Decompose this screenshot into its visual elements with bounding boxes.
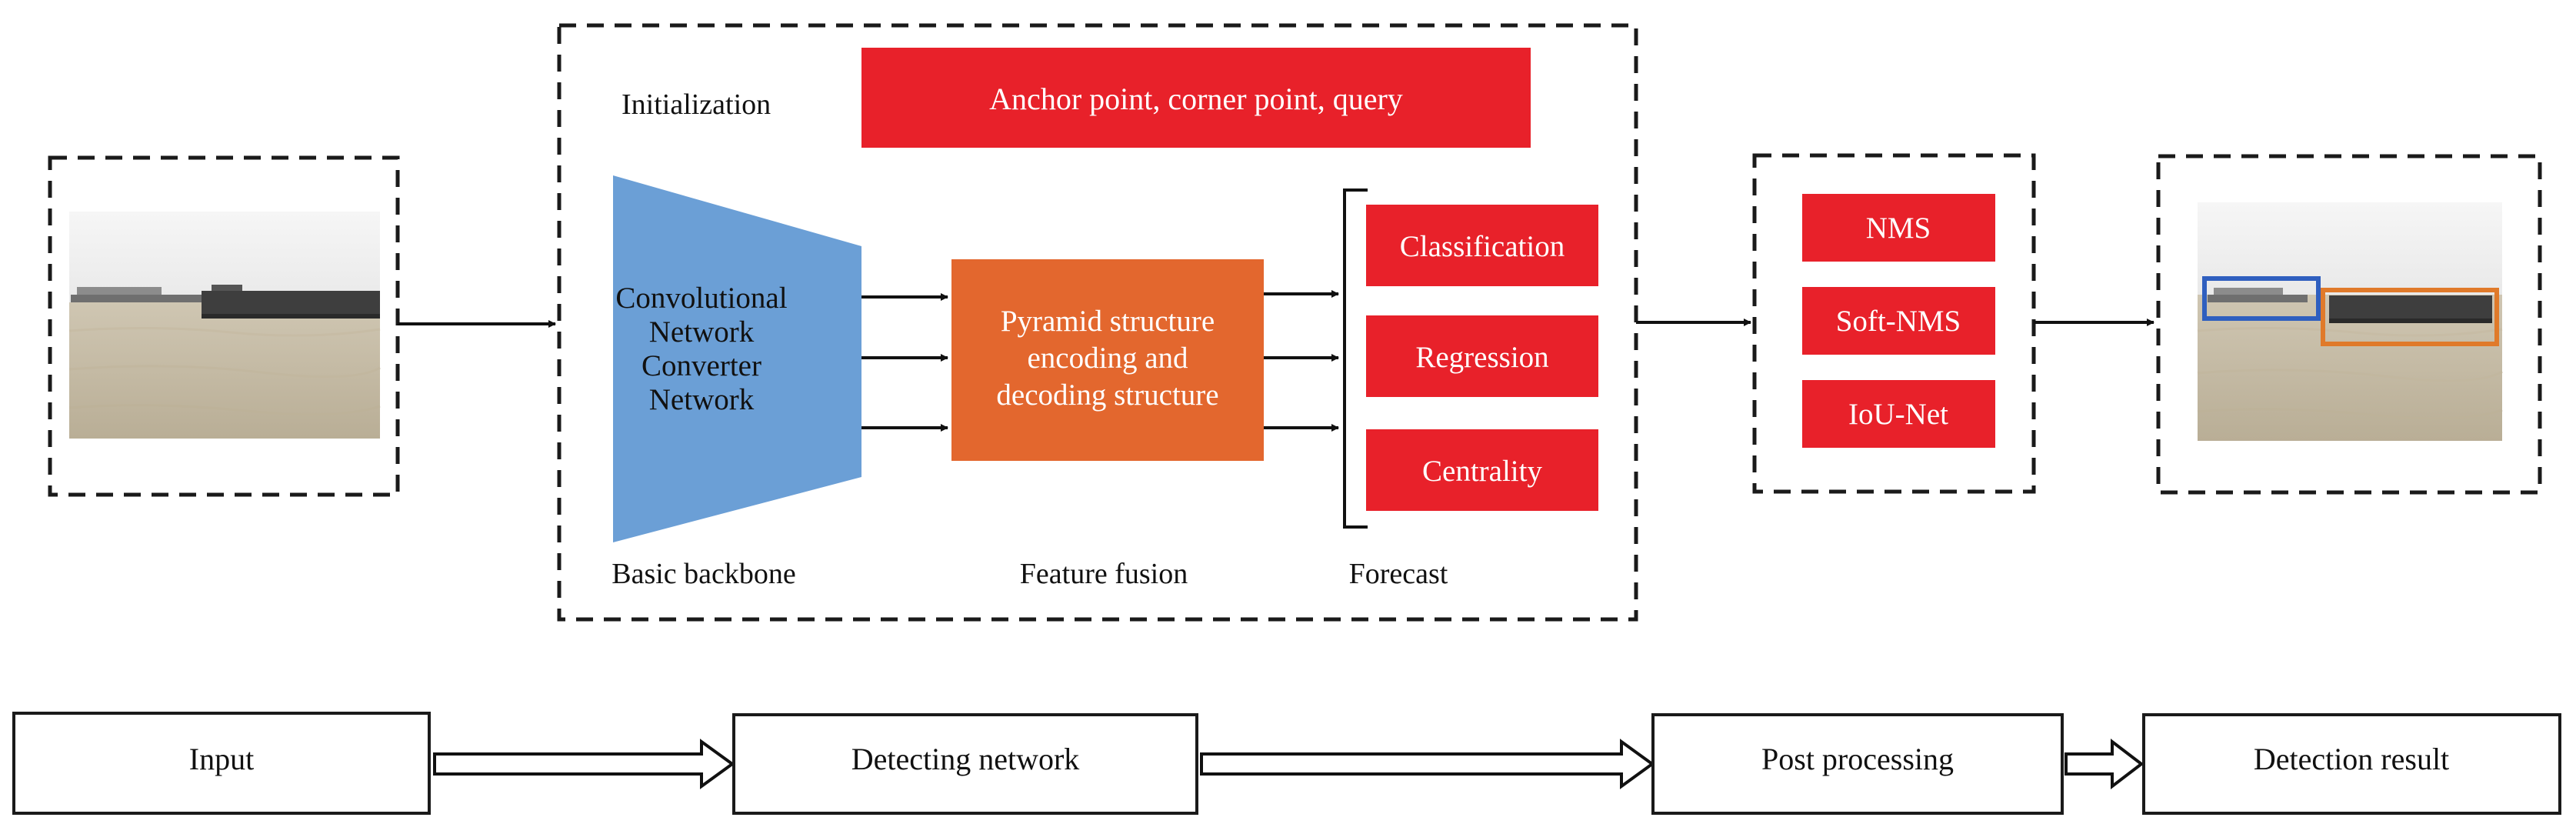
post-label-soft-nms: Soft-NMS: [1836, 305, 1961, 338]
pipeline-label-input: Input: [189, 742, 254, 776]
forecast-box-centrality: [1366, 429, 1598, 511]
detecting-network-panel: Initialization Anchor point, corner poin…: [557, 23, 1638, 622]
pipeline-box-post-processing: [1651, 713, 2064, 815]
forecast-label-classification: Classification: [1400, 230, 1565, 263]
t-fusion-line-2: decoding structure: [996, 379, 1218, 412]
t-fusion-line-0: Pyramid structure: [1001, 305, 1215, 338]
t-backbone-line-2: Converter: [642, 349, 761, 382]
fusion-box-label: Pyramid structure encoding and decoding st…: [996, 305, 1218, 412]
fusion-caption: Feature fusion: [1020, 558, 1188, 590]
result-ship-photo: [2197, 202, 2503, 441]
pipeline-label-detecting-network: Detecting network: [851, 742, 1080, 776]
input-dashed-frame: [48, 155, 400, 497]
post-label-nms: NMS: [1866, 212, 1931, 245]
forecast-box-classification: [1366, 205, 1598, 286]
pipeline-box-detection-result: [2142, 713, 2561, 815]
fusion-box: [951, 259, 1264, 461]
bounding-box-blue: [2202, 276, 2321, 321]
backbone-caption: Basic backbone: [612, 558, 796, 590]
pipeline-arrow-2: [1200, 739, 1655, 789]
pipeline-arrow-3: [2064, 738, 2144, 790]
forecast-box-regression: [1366, 315, 1598, 397]
initialization-box: [861, 48, 1531, 148]
pipeline-row: Input Detecting network Post processing …: [12, 712, 2561, 815]
pipeline-box-input: [12, 712, 431, 815]
forecast-label-regression: Regression: [1415, 341, 1548, 374]
post-box-soft-nms: [1802, 287, 1995, 355]
pipeline-label-detection-result: Detection result: [2254, 742, 2449, 776]
initialization-label: Initialization: [622, 88, 771, 121]
t-fusion-line-1: encoding and: [1027, 342, 1188, 375]
forecast-bracket: [1343, 188, 1368, 529]
initialization-box-label: Anchor point, corner point, query: [989, 82, 1403, 116]
post-processing-panel: NMS Soft-NMS IoU-Net: [1752, 153, 2036, 494]
input-ship-photo: [68, 212, 381, 439]
forecast-caption: Forecast: [1349, 558, 1448, 590]
pipeline-arrow-1: [433, 739, 735, 789]
post-box-iou-net: [1802, 380, 1995, 448]
t-backbone-line-3: Network: [649, 383, 755, 416]
post-label-iou-net: IoU-Net: [1848, 398, 1948, 431]
pipeline-label-post-processing: Post processing: [1761, 742, 1954, 776]
result-image-panel: [2156, 154, 2542, 495]
t-backbone-line-1: Network: [649, 315, 755, 349]
bounding-box-orange: [2321, 288, 2499, 346]
forecast-label-centrality: Centrality: [1422, 455, 1542, 488]
t-backbone-line-0: Convolutional: [615, 282, 787, 315]
post-box-nms: [1802, 194, 1995, 262]
backbone-trapezoid: [613, 175, 861, 542]
input-image-panel: [48, 155, 400, 497]
pipeline-box-detecting-network: [732, 713, 1198, 815]
